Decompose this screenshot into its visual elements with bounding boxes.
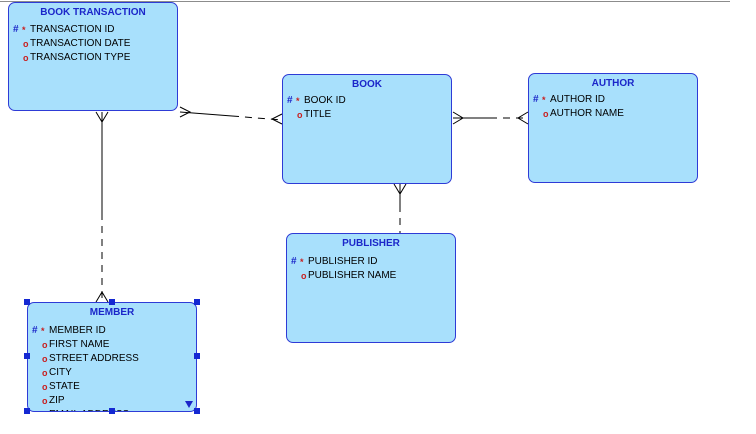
primary-key-marker: # <box>291 256 297 267</box>
resize-handle-top-left[interactable] <box>24 299 30 305</box>
optional-marker: o <box>42 408 48 411</box>
optional-marker: o <box>23 39 29 49</box>
entity-title: PUBLISHER <box>342 238 400 249</box>
crowfoot-author-end <box>517 111 529 125</box>
mandatory-marker: * <box>296 96 300 106</box>
attribute-name: AUTHOR NAME <box>550 108 624 119</box>
optional-marker: o <box>42 382 48 392</box>
mandatory-marker: * <box>300 257 304 267</box>
attribute-name: TRANSACTION DATE <box>30 38 131 49</box>
optional-marker: o <box>42 368 48 378</box>
crowfoot-book-end <box>452 111 464 125</box>
optional-marker: o <box>42 354 48 364</box>
canvas-top-border <box>0 1 730 2</box>
crowfoot-book-end <box>393 183 407 195</box>
attribute-row: #* TRANSACTION ID <box>9 23 177 37</box>
attribute-name: PUBLISHER NAME <box>308 270 397 281</box>
attribute-name: EMAIL ADDRESS <box>49 408 129 411</box>
attribute-name: STREET ADDRESS <box>49 353 139 364</box>
optional-marker: o <box>42 396 48 406</box>
primary-key-marker: # <box>287 95 293 106</box>
mandatory-marker: * <box>542 95 546 105</box>
primary-key-marker: # <box>32 325 38 336</box>
optional-marker: o <box>543 109 549 119</box>
attribute-name: BOOK ID <box>304 95 346 106</box>
resize-handle-top-center[interactable] <box>109 299 115 305</box>
attribute-row: oEMAIL ADDRESS <box>28 408 196 411</box>
mandatory-marker: * <box>41 326 45 336</box>
attribute-name: FIRST NAME <box>49 339 110 350</box>
attribute-name: AUTHOR ID <box>550 94 605 105</box>
crowfoot-book-end <box>270 113 283 125</box>
optional-marker: o <box>23 53 29 63</box>
scroll-down-arrow-icon[interactable] <box>185 401 193 408</box>
resize-handle-bottom-right[interactable] <box>194 408 200 414</box>
attribute-row: #* BOOK ID <box>283 94 451 108</box>
optional-marker: o <box>297 110 303 120</box>
entity-title: AUTHOR <box>591 78 635 89</box>
attribute-name: TRANSACTION ID <box>30 24 115 35</box>
resize-handle-middle-left[interactable] <box>24 353 30 359</box>
attribute-row: #* AUTHOR ID <box>529 93 697 107</box>
mandatory-marker: * <box>22 25 26 35</box>
optional-marker: o <box>301 271 307 281</box>
attribute-name: STATE <box>49 381 80 392</box>
resize-handle-bottom-left[interactable] <box>24 408 30 414</box>
entity-title: MEMBER <box>89 307 135 318</box>
attribute-name: MEMBER ID <box>49 325 106 336</box>
attribute-name: TRANSACTION TYPE <box>30 52 131 63</box>
crowfoot-member-end <box>95 291 109 303</box>
attribute-row: #* MEMBER ID <box>28 324 196 338</box>
primary-key-marker: # <box>13 24 19 35</box>
resize-handle-top-right[interactable] <box>194 299 200 305</box>
entity-title: BOOK <box>352 79 382 90</box>
primary-key-marker: # <box>533 94 539 105</box>
attribute-name: TITLE <box>304 109 332 120</box>
attribute-name: ZIP <box>49 395 65 406</box>
attribute-row: #* PUBLISHER ID <box>287 255 455 269</box>
optional-marker: o <box>42 340 48 350</box>
crowfoot-transaction-end <box>95 111 109 123</box>
entity-title: BOOK TRANSACTION <box>40 7 146 18</box>
attribute-name: CITY <box>49 367 72 378</box>
crowfoot-transaction-end <box>179 106 192 118</box>
attribute-name: PUBLISHER ID <box>308 256 378 267</box>
resize-handle-bottom-center[interactable] <box>109 408 115 414</box>
resize-handle-middle-right[interactable] <box>194 353 200 359</box>
